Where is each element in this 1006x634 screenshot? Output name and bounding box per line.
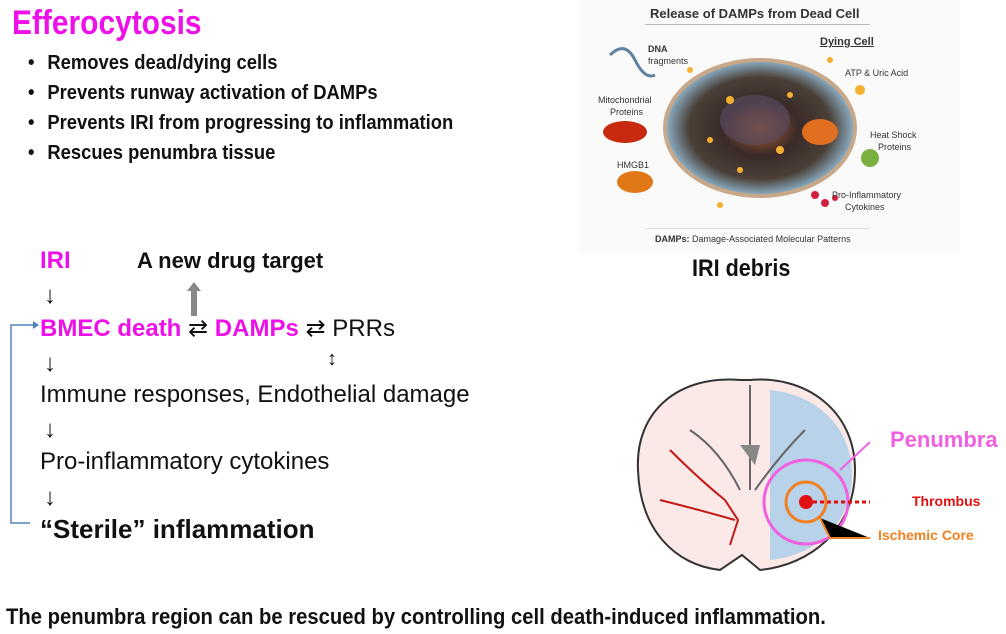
label-cytokines: Pro-Inflammatory	[832, 190, 902, 200]
bidirectional-arrow-icon: ↕	[327, 348, 337, 370]
brain-diagram	[636, 378, 870, 572]
label-cytokines-2: Cytokines	[845, 202, 885, 212]
label-hmgb1: HMGB1	[617, 160, 650, 170]
label-dna-fragments: fragments	[648, 56, 689, 66]
up-arrow-icon	[187, 282, 201, 291]
bullet-item: Removes dead/dying cells	[28, 52, 277, 75]
figure-heading: Release of DAMPs from Dead Cell	[650, 6, 860, 21]
feedback-loop-arrow	[10, 321, 39, 524]
flow-iri: IRI	[40, 247, 71, 274]
figure-caption: IRI debris	[692, 255, 791, 282]
equilibrium-icon: ⇄	[305, 315, 326, 342]
slide-title: Efferocytosis	[12, 4, 202, 42]
ischemic-core-label: Ischemic Core	[878, 527, 974, 543]
label-heat-proteins: Proteins	[878, 142, 912, 152]
flow-sterile: “Sterile” inflammation	[40, 514, 315, 544]
flow-bmec-death: BMEC death	[40, 315, 182, 342]
penumbra-label: Penumbra	[890, 427, 998, 452]
label-dying-cell: Dying Cell	[820, 36, 874, 48]
figure-footer: Damage-Associated Molecular Patterns	[692, 234, 851, 244]
flow-damps: DAMPs	[214, 315, 299, 342]
drug-target-label: A new drug target	[137, 248, 324, 273]
down-arrow-icon: ↓	[44, 350, 56, 377]
equilibrium-icon: ⇄	[188, 315, 209, 342]
footer-abbr: DAMPs:	[655, 234, 690, 244]
label-heat-shock: Heat Shock	[870, 130, 917, 140]
bullet-item: Prevents runway activation of DAMPs	[28, 82, 378, 105]
down-arrow-icon: ↓	[44, 416, 56, 443]
thrombus-marker	[799, 495, 813, 509]
conclusion-text: The penumbra region can be rescued by co…	[6, 604, 826, 629]
down-arrow-icon: ↓	[44, 282, 56, 309]
damps-figure: Release of DAMPs from Dead Cell DNA frag…	[580, 0, 960, 255]
bullet-item: Rescues penumbra tissue	[28, 142, 275, 165]
flow-prrs: PRRs	[332, 315, 395, 342]
label-atp: ATP & Uric Acid	[845, 68, 909, 78]
dead-cell-illustration	[603, 47, 879, 208]
bullet-item: Prevents IRI from progressing to inflamm…	[28, 112, 453, 135]
label-mito-proteins: Proteins	[610, 107, 644, 117]
flow-cytokines: Pro-inflammatory cytokines	[40, 448, 330, 475]
up-arrow-shaft	[191, 290, 197, 316]
label-mito: Mitochondrial	[598, 95, 652, 105]
down-arrow-icon: ↓	[44, 484, 56, 511]
label-dna: DNA	[648, 44, 668, 54]
flow-immune: Immune responses, Endothelial damage	[40, 381, 470, 408]
thrombus-label: Thrombus	[912, 493, 981, 509]
